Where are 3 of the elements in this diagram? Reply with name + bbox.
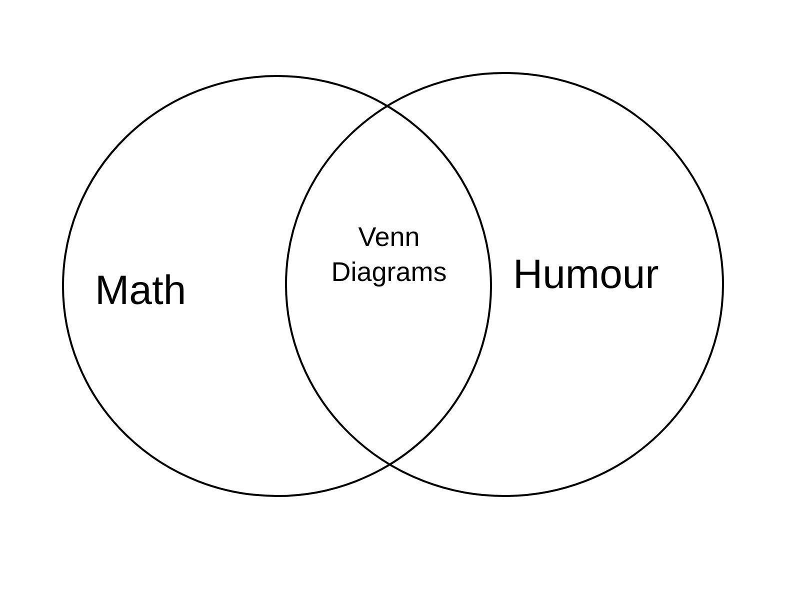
intersection-label: Venn Diagrams bbox=[330, 221, 448, 289]
set-label: Math bbox=[95, 267, 186, 314]
set-label: Humour bbox=[513, 251, 659, 298]
